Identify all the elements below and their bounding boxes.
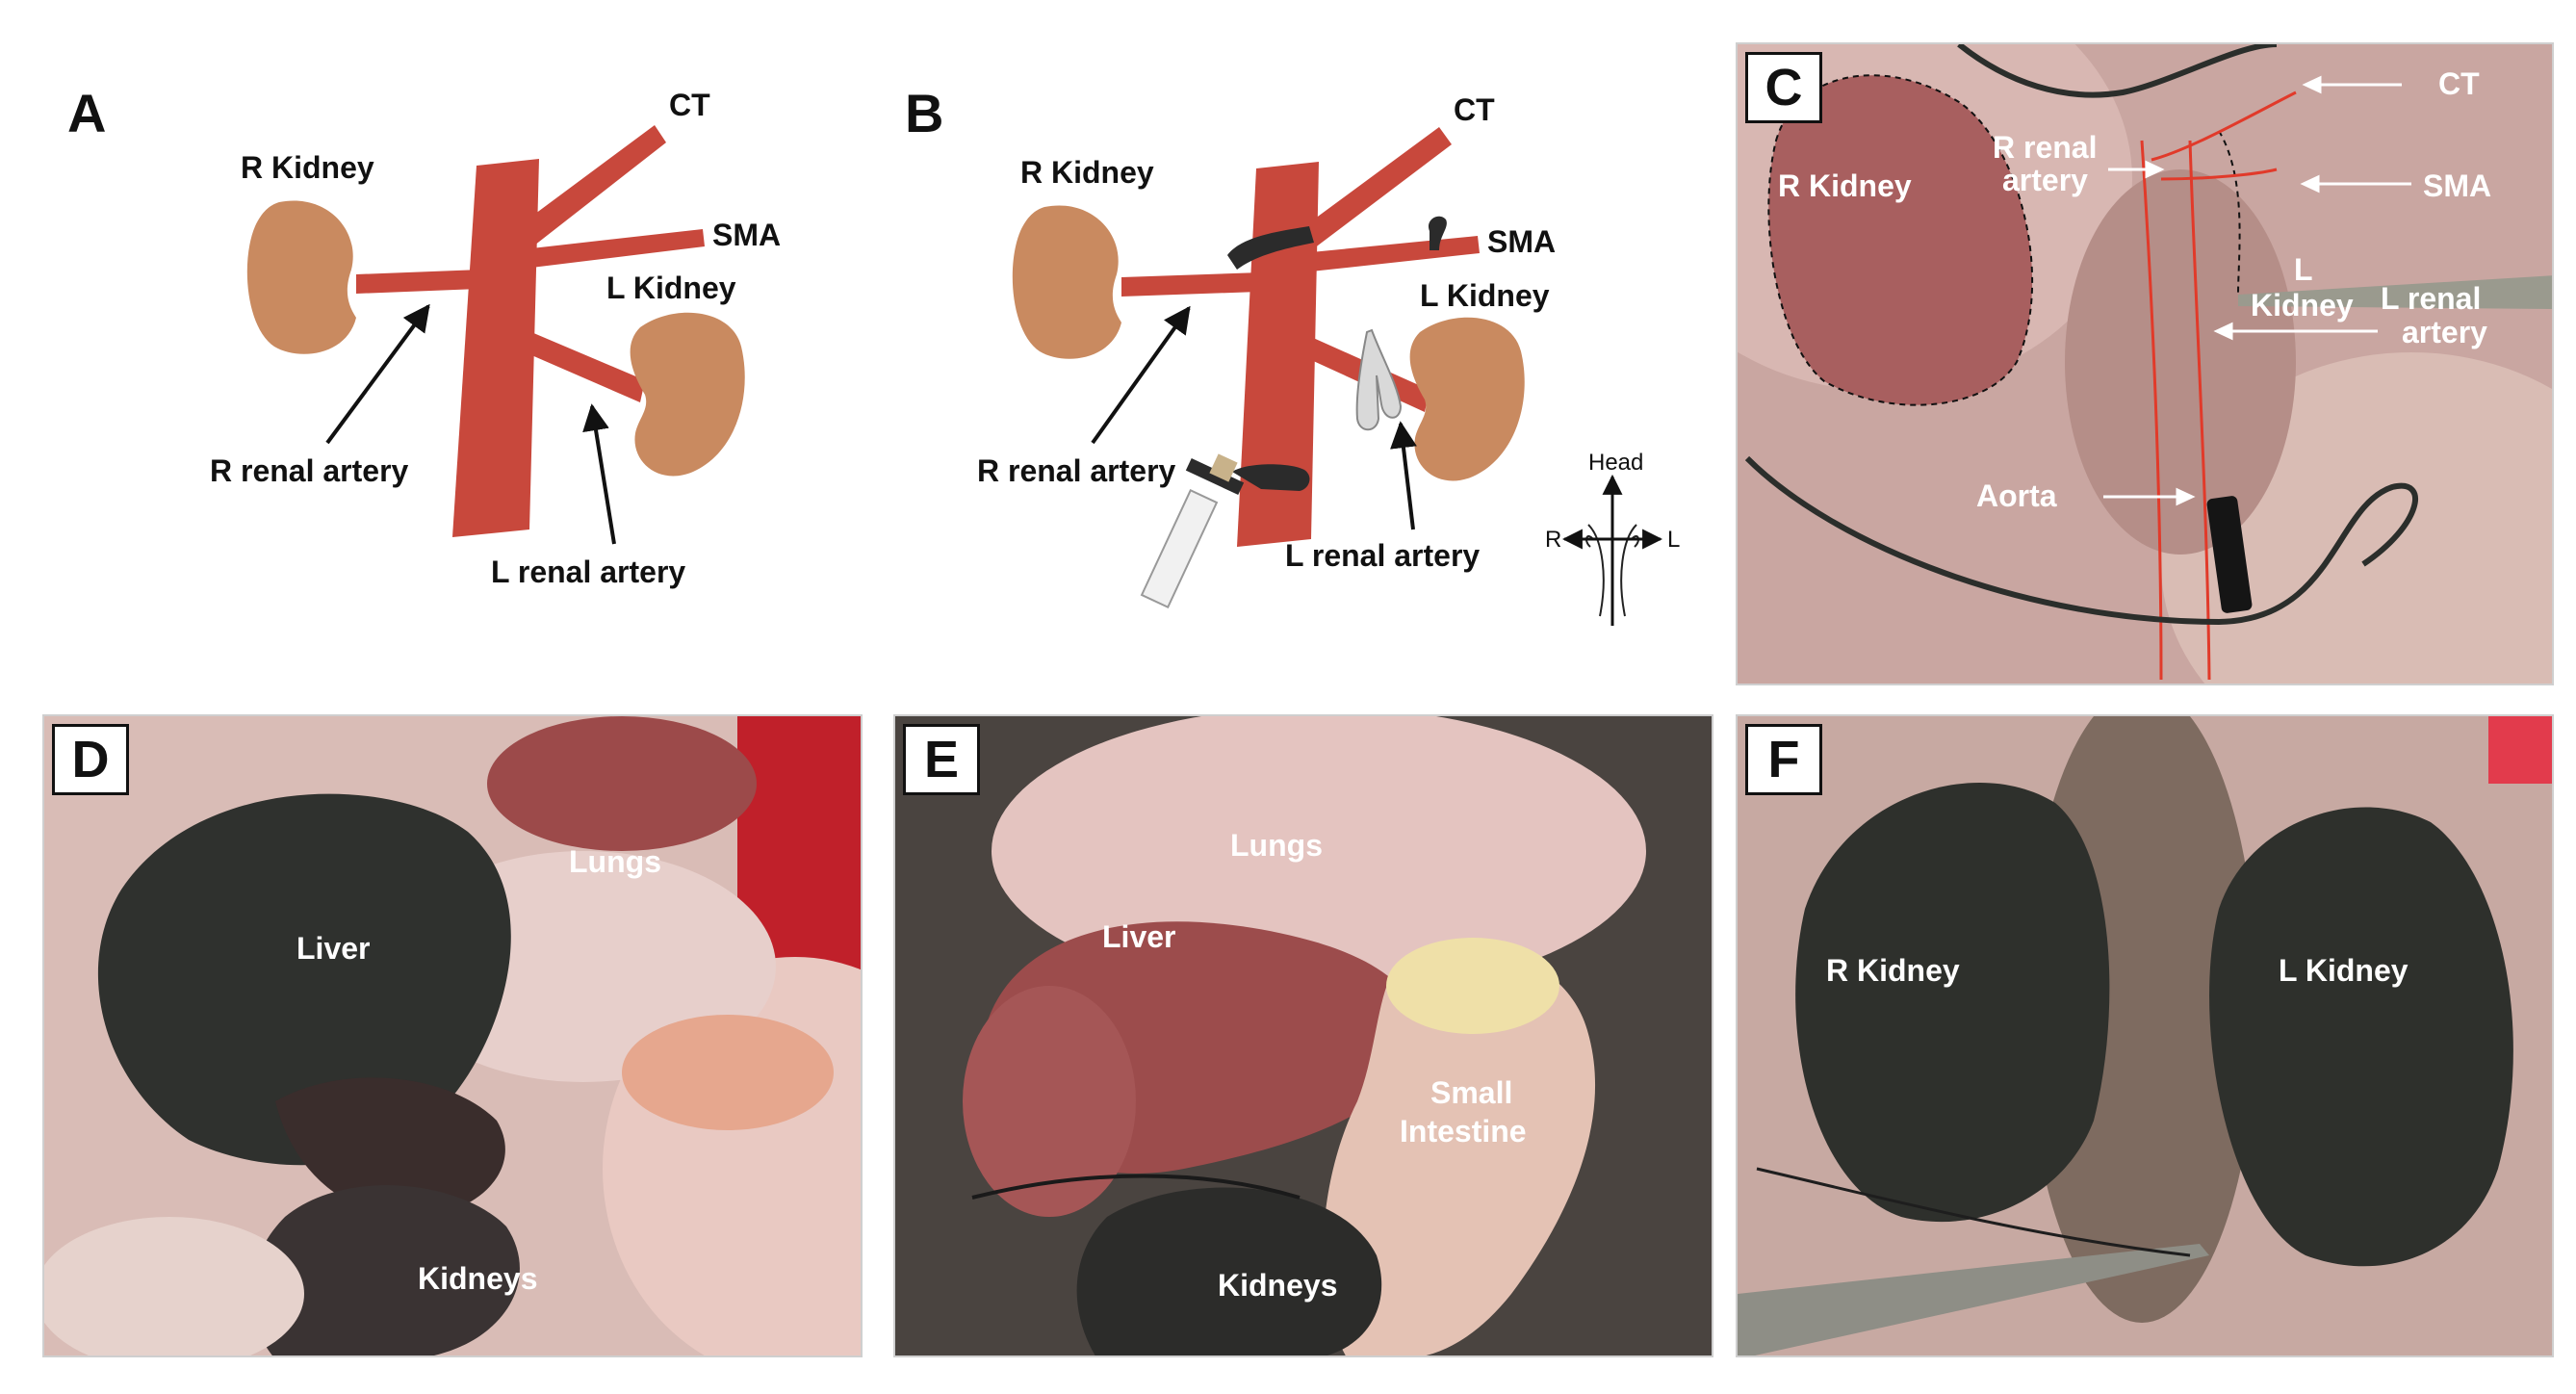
- small-intestine-label-2: Intestine: [1400, 1114, 1527, 1149]
- r-kidney-label: R Kidney: [241, 150, 374, 185]
- sma-artery-shape: [531, 229, 705, 268]
- panel-a-letter: A: [67, 83, 107, 143]
- ct-label: CT: [1454, 92, 1495, 127]
- l-kidney-label-1: L: [2294, 252, 2313, 287]
- kidneys-label: Kidneys: [418, 1261, 537, 1296]
- ct-artery-shape: [531, 125, 666, 245]
- liver-label: Liver: [296, 931, 370, 966]
- r-renal-pointer: [325, 303, 430, 445]
- r-kidney-shape: [246, 200, 356, 354]
- l-kidney-region: [2209, 807, 2513, 1267]
- panel-c: C R Kidney R renal artery CT SMA: [1736, 42, 2554, 685]
- l-renal-pointer: [582, 403, 616, 545]
- l-kidney-label-2: Kidney: [2251, 288, 2354, 323]
- l-kidney-shape: [1409, 317, 1525, 481]
- r-renal-artery-shape: [356, 270, 481, 294]
- kidneys-label: Kidneys: [1218, 1268, 1337, 1303]
- aorta-label: Aorta: [1976, 478, 2057, 513]
- liver-label: Liver: [1102, 919, 1175, 954]
- l-kidney-label: L Kidney: [2279, 953, 2409, 988]
- lower-aorta-ligature-icon: [1232, 464, 1310, 491]
- r-kidney-shape: [1012, 205, 1121, 359]
- forceps-icon: [1738, 1244, 2209, 1355]
- r-renal-label-1: R renal: [1993, 130, 2097, 165]
- catheter-icon: [2206, 496, 2253, 613]
- orientation-right-label: R: [1545, 527, 1561, 553]
- r-kidney-label: R Kidney: [1020, 155, 1154, 190]
- l-renal-artery-label: L renal artery: [491, 555, 685, 589]
- panel-b: B: [876, 39, 1723, 655]
- small-intestine-label-1: Small: [1430, 1075, 1512, 1110]
- panel-b-diagram: CT SMA R Kidney L Kidney R renal artery …: [977, 92, 1680, 626]
- panel-c-badge: C: [1745, 52, 1822, 123]
- l-renal-artery-shape: [529, 332, 645, 402]
- l-renal-label-2: artery: [2402, 315, 2487, 349]
- sma-ligature-icon: [1428, 216, 1447, 250]
- ct-label: CT: [669, 88, 710, 122]
- ct-artery-shape: [1311, 127, 1452, 248]
- suture-thread: [1744, 455, 2418, 626]
- r-kidney-region: [1767, 74, 2034, 406]
- r-renal-pointer: [1091, 305, 1191, 445]
- small-intestine-region: [1323, 949, 1595, 1355]
- syringe-icon: [1140, 453, 1245, 609]
- orientation-head-label: Head: [1588, 450, 1643, 476]
- l-renal-artery-label: L renal artery: [1285, 538, 1480, 573]
- panel-c-photo: R Kidney R renal artery CT SMA L Kidney …: [1738, 44, 2552, 684]
- ct-label: CT: [2438, 66, 2480, 101]
- panel-a-diagram: CT SMA R Kidney L Kidney R renal artery …: [210, 88, 781, 589]
- kidneys-region: [250, 1185, 520, 1355]
- sma-artery-shape: [1311, 236, 1480, 271]
- panel-f: F R Kidney L Kidney: [1736, 714, 2554, 1357]
- lungs-label: Lungs: [1230, 828, 1323, 863]
- r-kidney-label: R Kidney: [1826, 953, 1960, 988]
- renal-clip-icon: [1355, 328, 1403, 431]
- sma-label: SMA: [2423, 168, 2491, 203]
- panel-f-badge: F: [1745, 724, 1822, 795]
- panel-e-photo: Lungs Liver Small Intestine Kidneys: [895, 716, 1712, 1355]
- l-kidney-label: L Kidney: [606, 271, 736, 305]
- panel-a: A CT SMA: [39, 39, 866, 655]
- liver-region: [97, 793, 511, 1166]
- r-kidney-label: R Kidney: [1778, 168, 1912, 203]
- sma-label: SMA: [1487, 224, 1556, 259]
- l-renal-pointer: [1390, 421, 1417, 530]
- aorta-shape: [452, 159, 539, 537]
- upper-aorta-ligature-icon: [1227, 226, 1314, 270]
- panel-c-pointers: [2103, 75, 2411, 506]
- panel-d: D Lungs Liver Kidneys: [42, 714, 863, 1357]
- r-renal-label-2: artery: [2002, 163, 2088, 197]
- panel-d-badge: D: [52, 724, 129, 795]
- r-kidney-region: [1795, 782, 2110, 1223]
- sma-label: SMA: [712, 218, 781, 252]
- r-renal-artery-label: R renal artery: [977, 453, 1176, 488]
- lungs-label: Lungs: [569, 844, 661, 879]
- r-renal-artery-label: R renal artery: [210, 453, 409, 488]
- forceps-icon: [2238, 275, 2552, 309]
- r-renal-artery-shape: [1121, 272, 1261, 297]
- panel-d-photo: Lungs Liver Kidneys: [44, 716, 861, 1355]
- panel-f-photo: R Kidney L Kidney: [1738, 716, 2552, 1355]
- panel-e-badge: E: [903, 724, 980, 795]
- l-kidney-label: L Kidney: [1420, 278, 1550, 313]
- panel-e: E Lungs Liver Small Intestine Kidneys: [893, 714, 1713, 1357]
- l-renal-label-1: L renal: [2381, 281, 2481, 316]
- orientation-left-label: L: [1667, 527, 1680, 553]
- aorta-outline: [2140, 140, 2211, 681]
- kidneys-region: [1076, 1187, 1382, 1355]
- orientation-icon: [1561, 474, 1663, 626]
- l-kidney-shape: [630, 312, 745, 477]
- panel-b-letter: B: [905, 83, 944, 143]
